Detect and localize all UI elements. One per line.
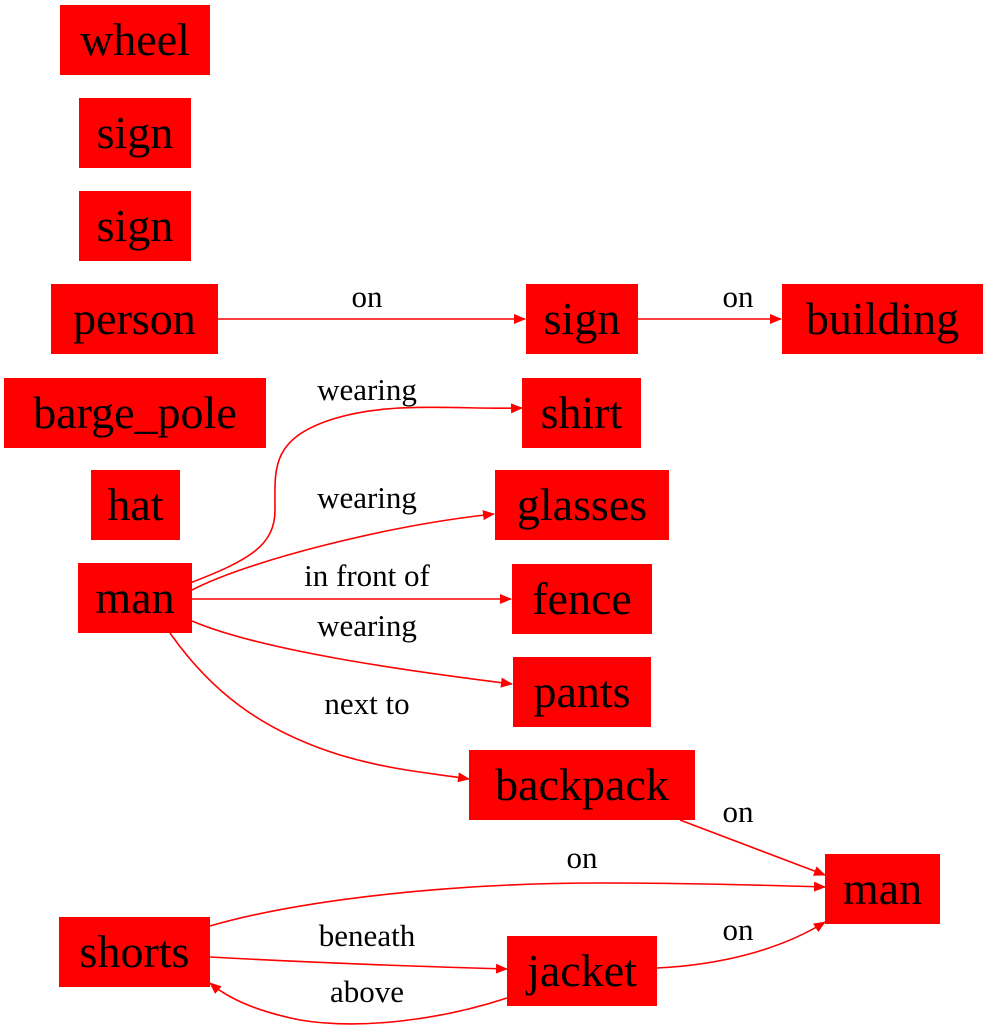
edge-man-shirt [189,403,523,584]
node-building: building [782,284,983,354]
edge-label-man-backpack: next to [324,686,409,721]
edge-man-pants [191,620,513,688]
node-fence: fence [512,564,652,634]
edge-label-jacket-man: on [723,912,755,947]
node-jacket: jacket [507,936,657,1006]
node-man: man [78,563,192,633]
edge-label-man-glasses: wearing [317,480,417,515]
node-shirt: shirt [522,378,641,448]
edge-jacket-shorts [209,982,508,1025]
edge-backpack-man [679,819,826,876]
node-pants: pants [513,657,651,727]
edge-label-man-pants: wearing [317,608,417,643]
edge-label-shorts-man: on [567,840,599,875]
edge-jacket-man [656,921,826,969]
node-sign: sign [526,284,638,354]
edge-label-jacket-shorts: above [330,974,404,1009]
edge-man-glasses [191,510,495,591]
edge-shorts-man [209,881,826,927]
node-sign: sign [79,98,191,168]
node-sign: sign [79,191,191,261]
node-man: man [825,854,940,924]
edge-label-man-fence: in front of [304,558,430,593]
node-barge-pole: barge_pole [4,378,266,448]
node-hat: hat [91,470,180,540]
node-shorts: shorts [59,917,210,987]
edge-label-shorts-jacket: beneath [319,918,416,953]
edge-man-backpack [169,632,470,783]
edge-label-man-shirt: wearing [317,372,417,407]
edge-label-person-sign: on [352,279,384,314]
node-wheel: wheel [60,5,210,75]
node-glasses: glasses [495,470,669,540]
edge-label-sign-building: on [723,279,755,314]
node-person: person [51,284,218,354]
edge-label-backpack-man: on [723,794,755,829]
node-backpack: backpack [469,750,695,820]
edge-shorts-jacket [209,956,508,974]
